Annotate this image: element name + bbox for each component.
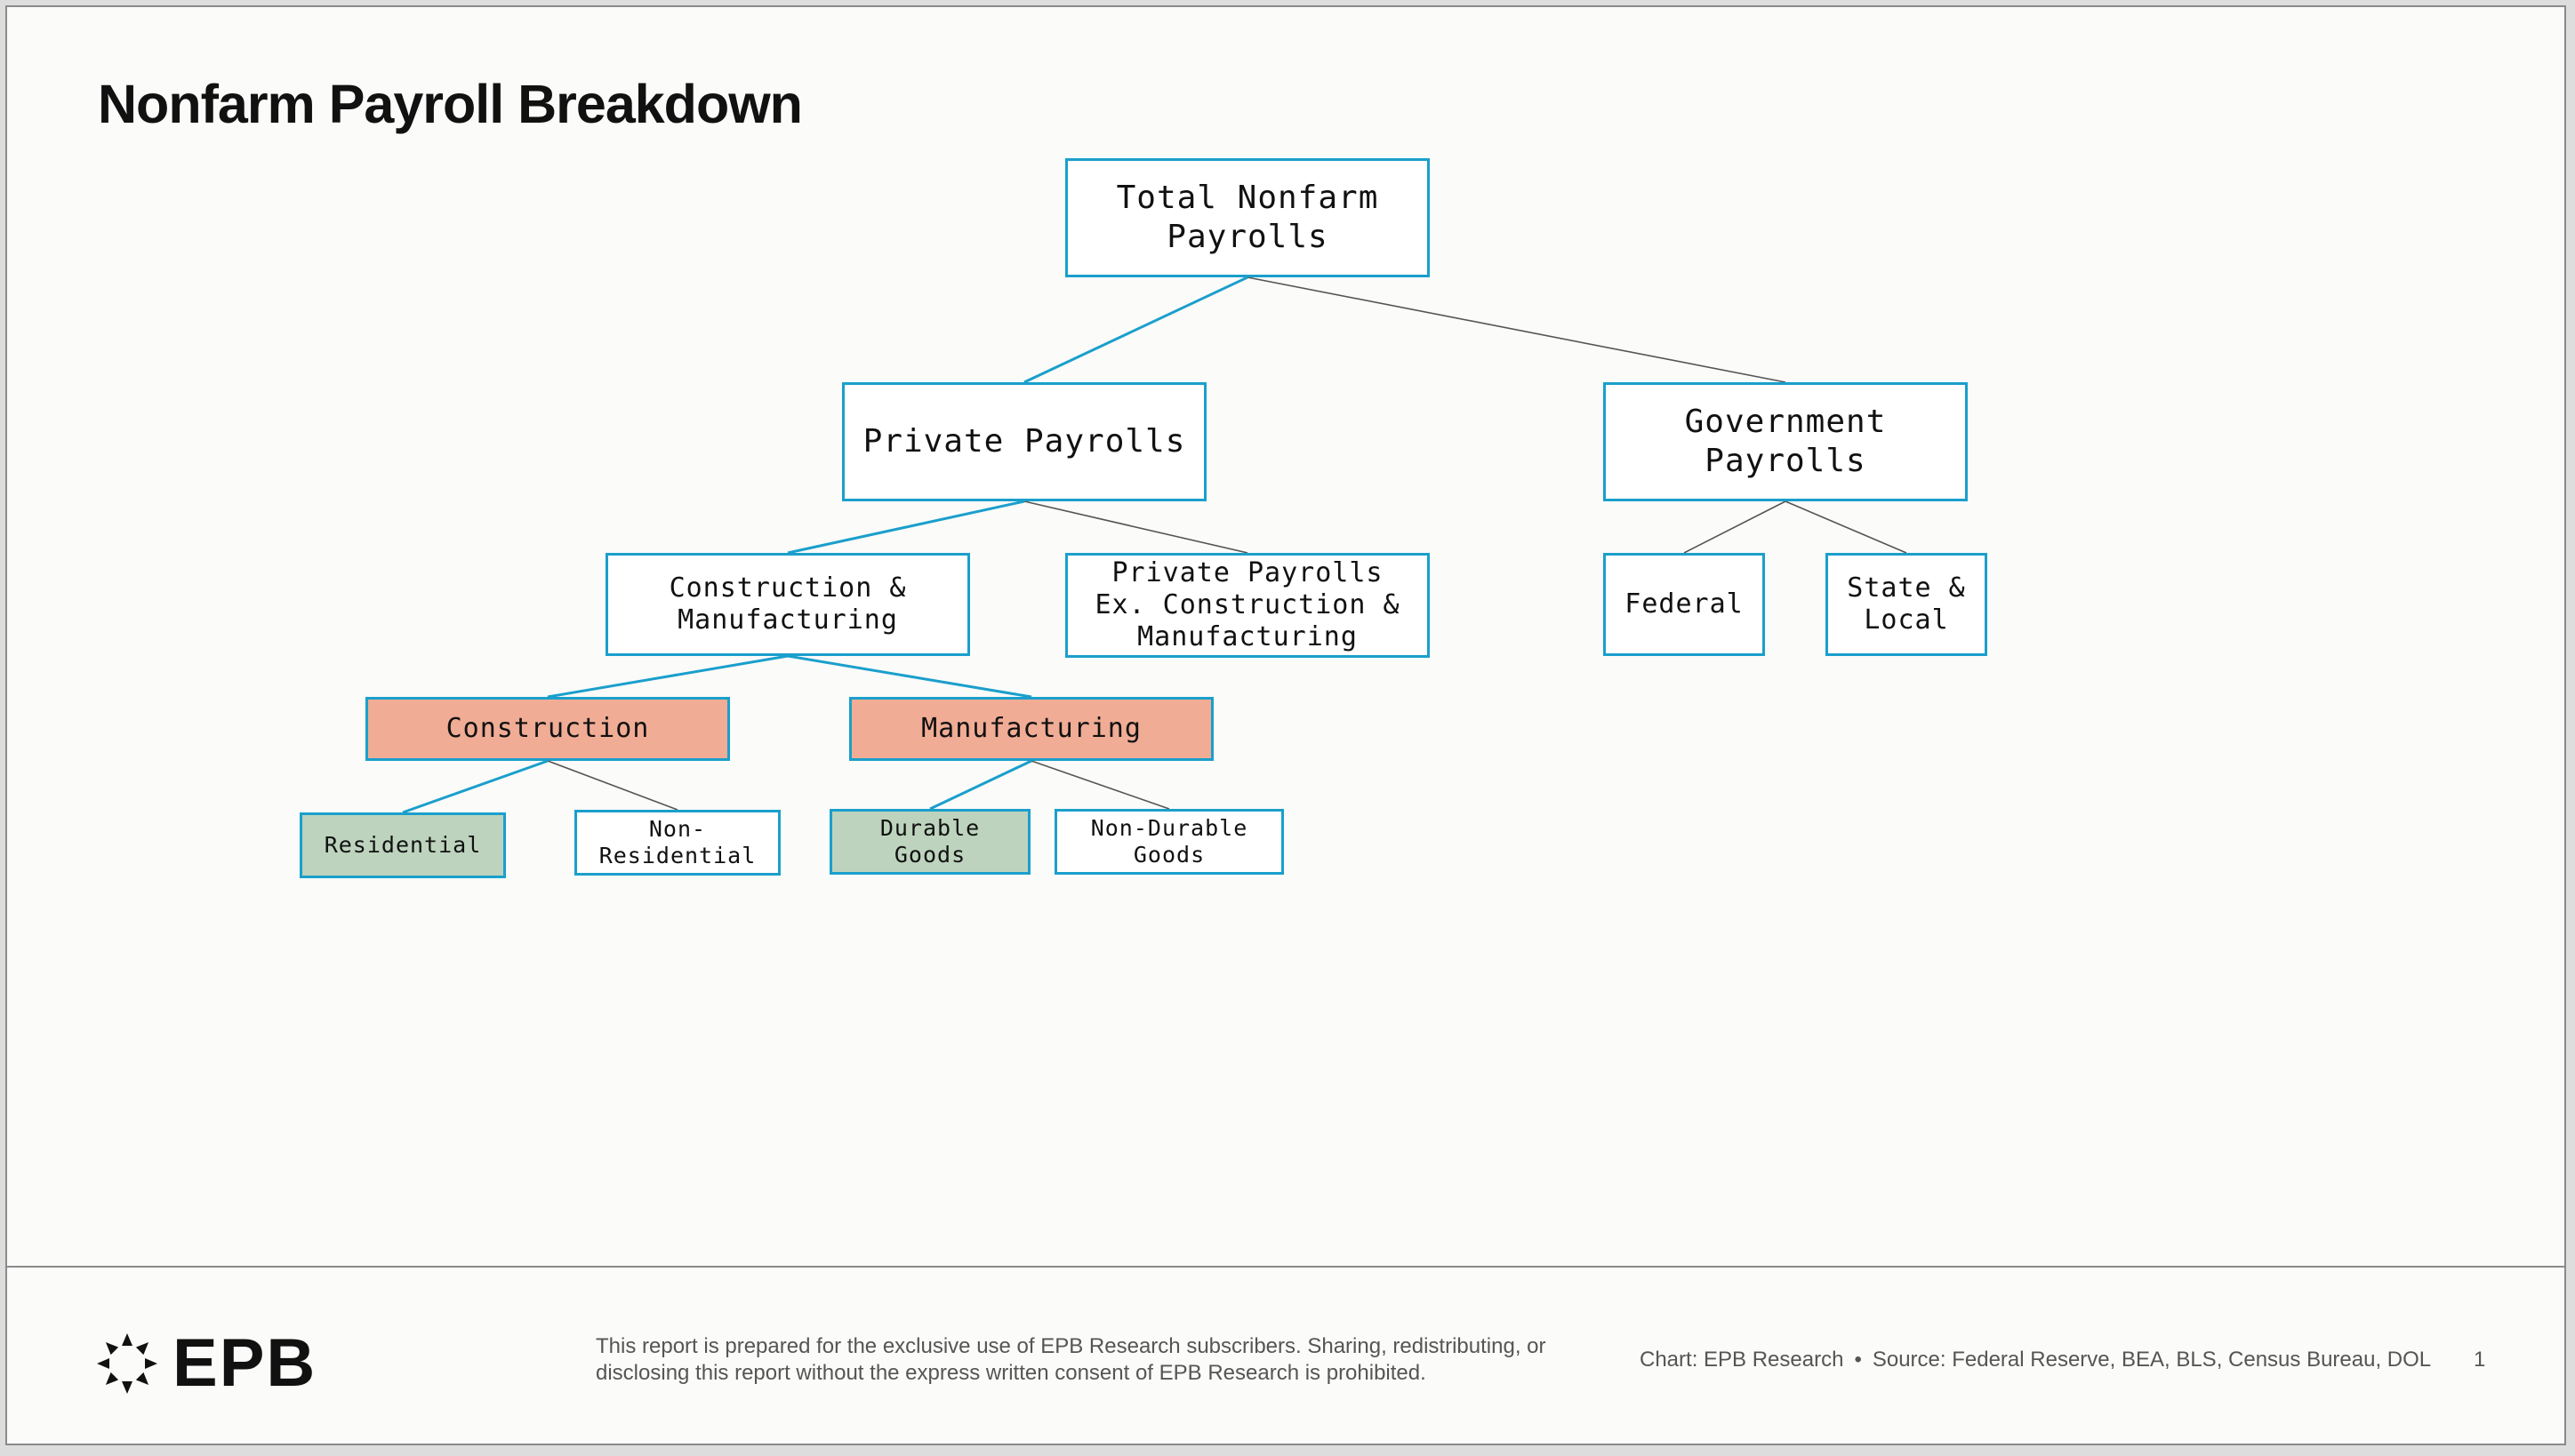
footer-divider (7, 1266, 2564, 1268)
node-manufacturing: Manufacturing (849, 697, 1214, 761)
node-construction: Construction (365, 697, 730, 761)
chart-credit: Chart: EPB Research (1640, 1348, 1844, 1372)
connector-cm-construction (547, 654, 789, 699)
connector-private-privex (1023, 500, 1248, 554)
logo-wedge (105, 1341, 119, 1355)
page-number: 1 (2474, 1348, 2486, 1372)
logo-text: EPB (172, 1325, 317, 1401)
connector-construction-residential (402, 759, 549, 814)
connector-manufacturing-durable (929, 759, 1032, 811)
connector-construction-nonresidential (547, 760, 678, 811)
separator: • (1854, 1348, 1862, 1372)
page-title: Nonfarm Payroll Breakdown (98, 74, 803, 134)
connector-cm-manufacturing (787, 654, 1032, 699)
epb-logo-icon (97, 1332, 157, 1394)
connector-private-cm (787, 500, 1025, 555)
logo-wedge (105, 1372, 119, 1385)
disclaimer-text: This report is prepared for the exclusiv… (596, 1334, 1546, 1385)
logo-wedge (122, 1380, 132, 1394)
node-construction-manufacturing: Construction & Manufacturing (606, 553, 970, 656)
connector-government-statelocal (1785, 500, 1907, 554)
logo-wedge (145, 1357, 157, 1369)
chart-source: Chart: EPB Research • Source: Federal Rese… (1640, 1348, 2431, 1372)
connector-manufacturing-nondurable (1031, 760, 1170, 810)
logo-wedge (135, 1372, 149, 1385)
node-private-payrolls: Private Payrolls (842, 382, 1207, 501)
connector-government-federal (1683, 500, 1786, 554)
slide: Nonfarm Payroll Breakdown Total Nonfarm … (5, 5, 2566, 1445)
node-durable-goods: Durable Goods (830, 809, 1031, 875)
node-non-residential: Non- Residential (574, 810, 781, 876)
connector-total-government (1247, 276, 1786, 383)
node-private-payrolls-ex-construction-manufacturing: Private Payrolls Ex. Construction & Manu… (1065, 553, 1430, 658)
epb-logo: EPB (96, 1324, 317, 1402)
node-government-payrolls: Government Payrolls (1603, 382, 1968, 501)
node-total-nonfarm-payrolls: Total Nonfarm Payrolls (1065, 158, 1430, 277)
connector-total-private (1023, 276, 1248, 384)
logo-wedge (97, 1357, 109, 1369)
node-federal: Federal (1603, 553, 1765, 656)
source-text: Source: Federal Reserve, BEA, BLS, Censu… (1872, 1348, 2432, 1372)
node-non-durable-goods: Non-Durable Goods (1055, 809, 1284, 875)
connector-layer (402, 276, 1907, 814)
node-state-local: State & Local (1825, 553, 1987, 656)
logo-wedge (122, 1332, 132, 1346)
node-residential: Residential (300, 812, 506, 878)
logo-wedge (135, 1341, 149, 1355)
